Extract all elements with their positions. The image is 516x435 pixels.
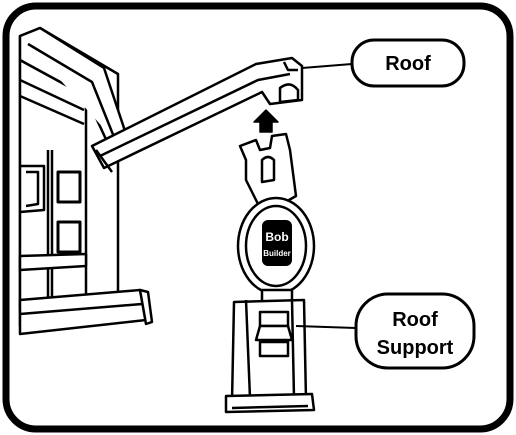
callout-roof-support-line2: Support <box>377 337 454 359</box>
callout-roof-bubble <box>350 38 466 88</box>
roof-leader-line <box>301 63 353 69</box>
badge-line1: Bob <box>265 230 288 244</box>
callout-roof-label: Roof <box>385 53 431 75</box>
up-arrow <box>253 109 279 133</box>
callout-roof-support-line1: Roof <box>392 309 438 331</box>
callout-roof-support-bubble <box>354 292 476 370</box>
roof-support-leader-line <box>295 325 357 329</box>
callout-roof-support: Roof Support <box>354 292 476 370</box>
badge-background <box>262 220 292 266</box>
callout-roof: Roof <box>350 38 466 88</box>
house-building <box>18 26 154 336</box>
roof-piece <box>90 56 304 173</box>
badge-line2: Builder <box>263 249 291 258</box>
bob-builder-badge: Bob Builder <box>262 220 292 266</box>
